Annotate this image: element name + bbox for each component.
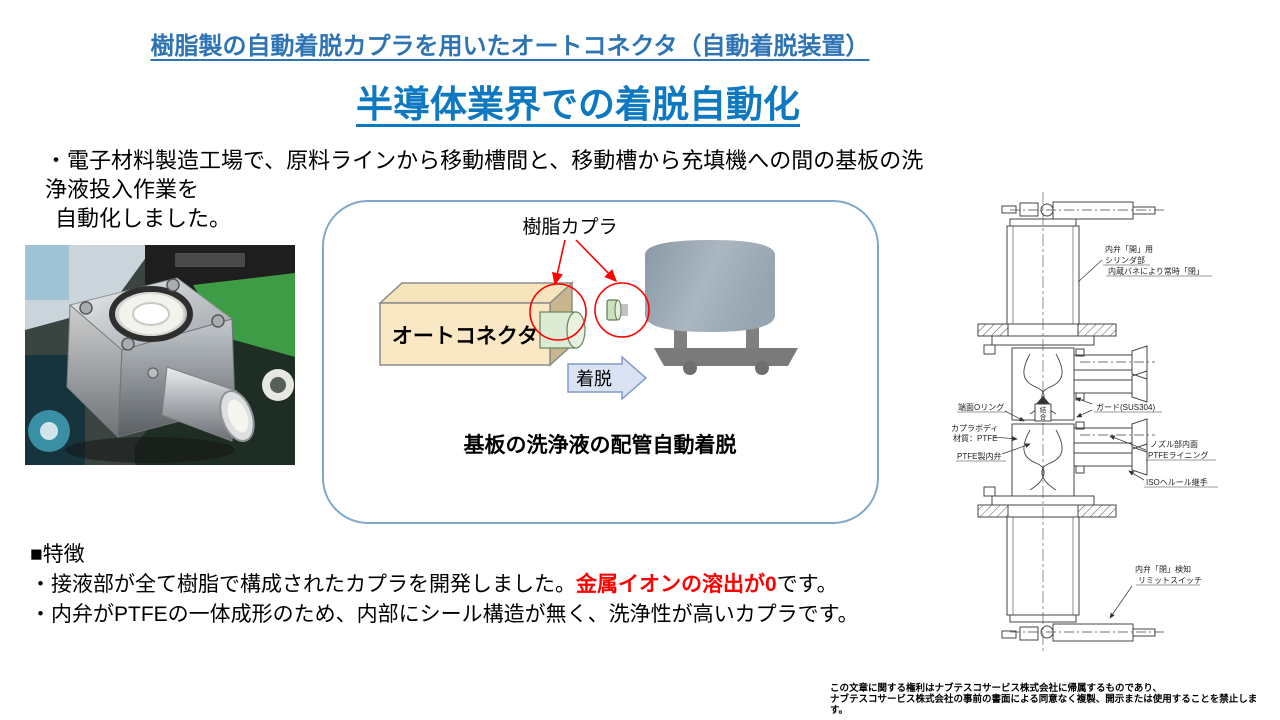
photo-cylinder: [161, 366, 238, 442]
photo-ptfe-ring-outer: [109, 286, 193, 342]
photo-green-bench: [193, 273, 295, 357]
label-oring: 端面Oリング: [958, 402, 1004, 412]
label-iso: ISOヘルール継手: [1146, 477, 1208, 487]
photo-screw-3: [211, 314, 225, 328]
photo-teal-coil-center: [40, 422, 58, 440]
features-heading: ■特徴: [30, 543, 85, 566]
cart-wheel-left: [683, 361, 697, 375]
diagram-svg: オートコネクタ 樹脂カプラ 着脱 基板の洗浄液の配管自動着脱: [378, 216, 798, 457]
label-limit-2: リミットスイッチ: [1138, 576, 1202, 585]
leader-arrow-right: [575, 239, 618, 283]
label-nozzle-2: PTFEライニング: [1148, 450, 1208, 460]
diagram-panel: オートコネクタ 樹脂カプラ 着脱 基板の洗浄液の配管自動着脱: [322, 200, 879, 524]
photo-machine-part: [175, 253, 245, 267]
technical-drawing-svg: 内弁「開」用 シリンダ部 内蔵バネにより常時「閉」 端面Oリング カプラボディ …: [951, 192, 1218, 652]
intro-paragraph: ・電子材料製造工場で、原料ラインから移動槽間と、移動槽から充填機への間の基板の洗…: [45, 146, 945, 233]
label-cylinder-3: 内蔵バネにより常時「閉」: [1108, 266, 1204, 276]
tank-port: [618, 304, 628, 316]
drawing-labels: 内弁「開」用 シリンダ部 内蔵バネにより常時「閉」 端面Oリング カプラボディ …: [951, 244, 1218, 586]
label-nozzle-1: ノズル部内面: [1150, 439, 1198, 449]
drawing-lines: [977, 192, 1165, 652]
box-coupler-face: [566, 311, 586, 349]
leader-arrow-left: [552, 239, 566, 286]
attach-detach-label: 着脱: [576, 369, 612, 389]
copyright-line2: ナブテスコサービス株式会社の事前の書面による同意なく複製、開示または使用すること…: [830, 694, 1258, 716]
copyright-notice: この文章に関する権利はナブテスコサービス株式会社に帰属するものであり、 ナブテス…: [830, 683, 1270, 716]
coupler-photo: [25, 245, 295, 465]
box-label: オートコネクタ: [392, 325, 538, 348]
label-cylinder-2: シリンダ部: [1105, 255, 1145, 265]
features-line1-highlight: 金属イオンの溶出が0: [576, 573, 777, 596]
photo-screw-4: [121, 337, 135, 351]
photo-screw-1: [79, 301, 93, 315]
tank-coupler-nub-face: [614, 299, 622, 321]
cart-wheel-right: [755, 361, 769, 375]
label-valve: PTFE製内弁: [957, 451, 1001, 461]
label-limit-1: 内弁「閉」検知: [1135, 564, 1191, 574]
resin-coupler-label: 樹脂カプラ: [522, 216, 617, 238]
features-line1-pre: ・接液部が全て樹脂で構成されたカプラを開発しました。: [30, 573, 576, 596]
photo-shadow: [65, 437, 235, 463]
features-line2: ・内弁がPTFEの一体成形のため、内部にシール構造が無く、洗浄性が高いカプラです…: [30, 603, 859, 626]
label-join-top: 結: [1040, 405, 1047, 414]
technical-drawing: 内弁「開」用 シリンダ部 内蔵バネにより常時「閉」 端面Oリング カプラボディ …: [950, 190, 1280, 670]
slide-title-line1: 樹脂製の自動着脱カプラを用いたオートコネクタ（自動着脱装置）: [150, 33, 870, 60]
highlight-circle-right: [594, 282, 650, 338]
label-body-1: カプラボディ: [951, 423, 998, 433]
box-front-face: [379, 302, 551, 366]
box-top-face: [378, 282, 574, 304]
photo-ptfe-bore: [132, 302, 170, 326]
features-section: ■特徴 ・接液部が全て樹脂で構成されたカプラを開発しました。金属イオンの溶出が0…: [30, 540, 910, 630]
copyright-line1: この文章に関する権利はナブテスコサービス株式会社に帰属するものであり、: [830, 683, 1163, 694]
cart-base: [654, 348, 798, 366]
photo-cylinder-ptfe-face: [227, 399, 249, 433]
coupler-photo-svg: [25, 245, 295, 465]
tank-group: [606, 240, 798, 375]
slide-title-line2: 半導体業界での着脱自動化: [356, 84, 800, 125]
diagram-caption: 基板の洗浄液の配管自動着脱: [464, 433, 737, 457]
attach-detach-arrow: 着脱: [567, 355, 648, 401]
intro-line1: ・電子材料製造工場で、原料ラインから移動槽間と、移動槽から充填機への間の基板の洗…: [45, 148, 924, 202]
label-join-bottom: 合: [1040, 412, 1047, 421]
block-arrow-shape: [567, 355, 648, 401]
label-body-2: 材質：PTFE: [953, 433, 997, 443]
tank-body: [645, 240, 775, 332]
auto-connector-box: オートコネクタ: [378, 281, 586, 367]
photo-bolt: [147, 367, 159, 379]
features-line1-post: です。: [776, 573, 838, 596]
features-line1: ・接液部が全て樹脂で構成されたカプラを開発しました。金属イオンの溶出が0です。: [30, 570, 910, 600]
photo-blue-cloth: [25, 245, 69, 300]
photo-screw-2: [166, 278, 180, 292]
intro-line2: 自動化しました。: [55, 206, 232, 231]
label-cylinder-1: 内弁「開」用: [1105, 244, 1153, 254]
label-guard: ガード(SUS304): [1096, 402, 1155, 412]
cart-leg-right: [746, 324, 759, 350]
photo-white-ring-hole: [270, 377, 286, 393]
